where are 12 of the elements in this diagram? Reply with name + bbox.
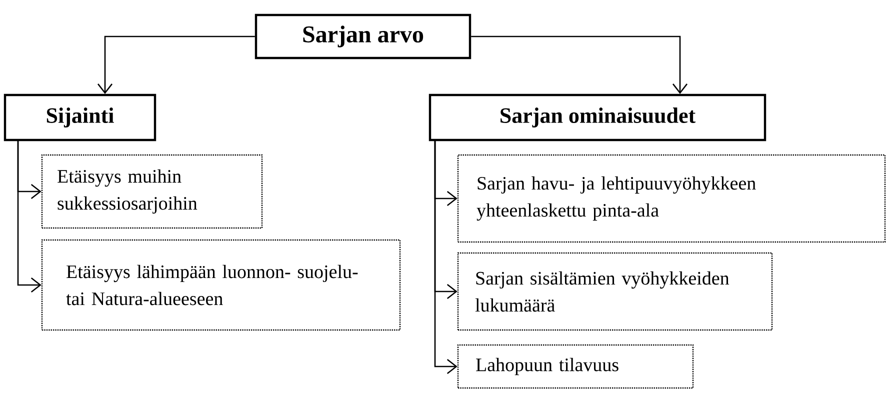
arrow [17, 141, 42, 293]
arrow [471, 36, 688, 94]
heading-box: Sarjan arvo [254, 14, 472, 60]
arrow [98, 36, 255, 94]
item-box: Etäisyys lähimpään luonnon- suojelu- tai Natura-alueeseen [41, 239, 401, 331]
item-box: Lahopuun tilavuus [457, 344, 694, 389]
heading-box: Sarjan ominaisuudet [428, 94, 766, 142]
item-box: Etäisyys muihin sukkessiosarjoihin [41, 154, 263, 229]
arrow [434, 141, 458, 374]
heading-box: Sijainti [4, 94, 156, 142]
item-box: Sarjan sisältämien vyöhykkeiden lukumäärä [457, 252, 773, 331]
item-box: Sarjan havu- ja lehtipuuvyöhykkeen yhteenlaskettu pinta-ala [457, 154, 886, 243]
